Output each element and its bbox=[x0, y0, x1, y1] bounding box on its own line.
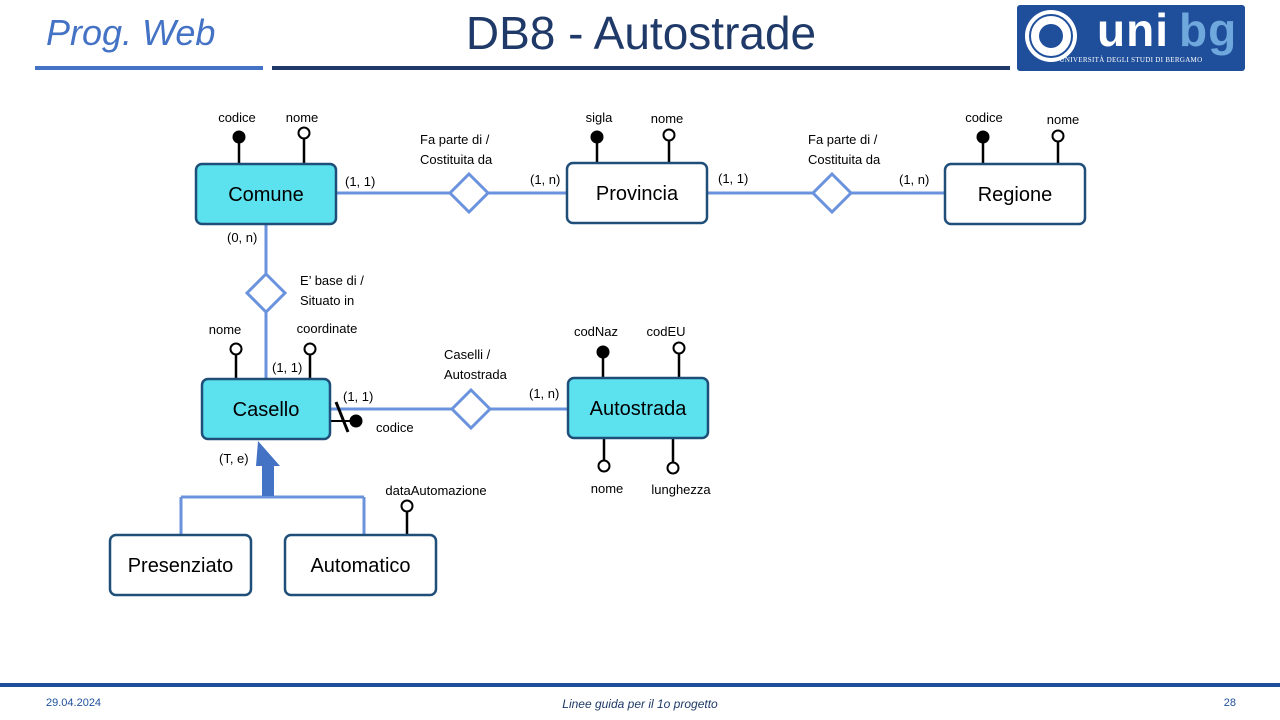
cardinality-comune-r1: (1, 1) bbox=[345, 174, 375, 189]
entity-provincia bbox=[565, 161, 709, 225]
attribute-label-autostrada-codnaz: codNaz bbox=[574, 324, 618, 339]
entity-label-provincia: Provincia bbox=[596, 183, 679, 205]
attribute-label-casello-coordinate: coordinate bbox=[297, 321, 358, 336]
relationship-casello-autostrada bbox=[449, 387, 493, 431]
cardinality-casello-r3: (1, 1) bbox=[272, 360, 302, 375]
attribute-autostrada-codnaz bbox=[596, 345, 610, 359]
attribute-automatico-dataautomazione bbox=[400, 499, 414, 513]
relationship-comune-provincia bbox=[447, 171, 491, 215]
attribute-autostrada-lunghezza bbox=[666, 461, 680, 475]
entity-presenziato bbox=[108, 533, 253, 597]
attribute-label-provincia-nome: nome bbox=[651, 111, 684, 126]
logo-text-main: uni bbox=[1097, 4, 1169, 56]
entity-label-autostrada: Autostrada bbox=[590, 398, 688, 420]
logo-subtitle: UNIVERSITÀ DEGLI STUDI DI BERGAMO bbox=[1059, 56, 1203, 64]
entity-label-regione: Regione bbox=[978, 184, 1053, 206]
entity-casello bbox=[200, 377, 332, 441]
attribute-regione-nome bbox=[1051, 129, 1065, 143]
attribute-autostrada-nome bbox=[597, 459, 611, 473]
attribute-provincia-sigla bbox=[590, 130, 604, 144]
entity-label-presenziato: Presenziato bbox=[128, 555, 234, 577]
cardinality-autostrada-r4: (1, n) bbox=[529, 386, 559, 401]
attribute-regione-codice bbox=[976, 130, 990, 144]
cardinality-comune-r3: (0, n) bbox=[227, 230, 257, 245]
attribute-casello-nome bbox=[229, 342, 243, 356]
relationship-label-provincia-regione: Costituita da bbox=[808, 152, 881, 167]
relationship-label-casello-autostrada: Autostrada bbox=[444, 367, 508, 382]
entity-automatico bbox=[283, 533, 438, 597]
relationship-provincia-regione bbox=[810, 171, 854, 215]
relationship-label-comune-casello: E’ base di / bbox=[300, 273, 364, 288]
entity-autostrada bbox=[566, 376, 710, 440]
attribute-label-comune-codice: codice bbox=[218, 110, 256, 125]
cardinality-generalization: (T, e) bbox=[219, 451, 249, 466]
attribute-label-autostrada-codeu: codEU bbox=[646, 324, 685, 339]
footer-date: 29.04.2024 bbox=[46, 697, 102, 709]
slide-title: DB8 - Autostrade bbox=[465, 7, 817, 59]
seal-icon bbox=[1025, 10, 1077, 62]
cardinality-casello-r4: (1, 1) bbox=[343, 389, 373, 404]
page-number: 28 bbox=[1223, 697, 1236, 709]
relationship-comune-casello bbox=[244, 271, 288, 315]
attribute-provincia-nome bbox=[662, 128, 676, 142]
attribute-label-provincia-sigla: sigla bbox=[586, 110, 614, 125]
relationship-label-comune-casello: Situato in bbox=[300, 293, 354, 308]
entity-comune bbox=[194, 162, 338, 226]
attribute-comune-nome bbox=[297, 126, 311, 140]
attribute-label-autostrada-nome: nome bbox=[591, 481, 624, 496]
attribute-label-casello-nome: nome bbox=[209, 322, 242, 337]
relationship-label-comune-provincia: Costituita da bbox=[420, 152, 493, 167]
attribute-comune-codice bbox=[232, 130, 246, 144]
course-title: Prog. Web bbox=[46, 12, 216, 53]
relationship-label-provincia-regione: Fa parte di / bbox=[808, 132, 878, 147]
attribute-label-regione-codice: codice bbox=[965, 110, 1003, 125]
generalization-arrow bbox=[256, 441, 280, 496]
relationship-label-comune-provincia: Fa parte di / bbox=[420, 132, 490, 147]
cardinality-regione-r2: (1, n) bbox=[899, 172, 929, 187]
footer-divider bbox=[0, 683, 1280, 687]
cardinality-provincia-r1: (1, n) bbox=[530, 172, 560, 187]
attribute-label-regione-nome: nome bbox=[1047, 112, 1080, 127]
university-logo: uni bg UNIVERSITÀ DEGLI STUDI DI BERGAMO bbox=[1017, 4, 1245, 71]
attribute-casello-coordinate bbox=[303, 342, 317, 356]
attribute-casello-codice bbox=[349, 414, 363, 428]
attribute-label-automatico-dataautomazione: dataAutomazione bbox=[385, 483, 486, 498]
footer-caption: Linee guida per il 1o progetto bbox=[562, 697, 718, 711]
entity-label-comune: Comune bbox=[228, 184, 304, 206]
attribute-autostrada-codeu bbox=[672, 341, 686, 355]
entity-regione bbox=[943, 162, 1087, 226]
logo-text-accent: bg bbox=[1179, 4, 1238, 56]
course-underline bbox=[35, 66, 263, 70]
relationship-label-casello-autostrada: Caselli / bbox=[444, 347, 491, 362]
identifier-tick bbox=[334, 401, 350, 433]
entity-label-casello: Casello bbox=[233, 399, 300, 421]
entity-label-automatico: Automatico bbox=[310, 555, 410, 577]
attribute-label-comune-nome: nome bbox=[286, 110, 319, 125]
title-underline bbox=[272, 66, 1010, 70]
cardinality-provincia-r2: (1, 1) bbox=[718, 171, 748, 186]
attribute-label-autostrada-lunghezza: lunghezza bbox=[651, 482, 711, 497]
attribute-label-casello-codice: codice bbox=[376, 420, 414, 435]
